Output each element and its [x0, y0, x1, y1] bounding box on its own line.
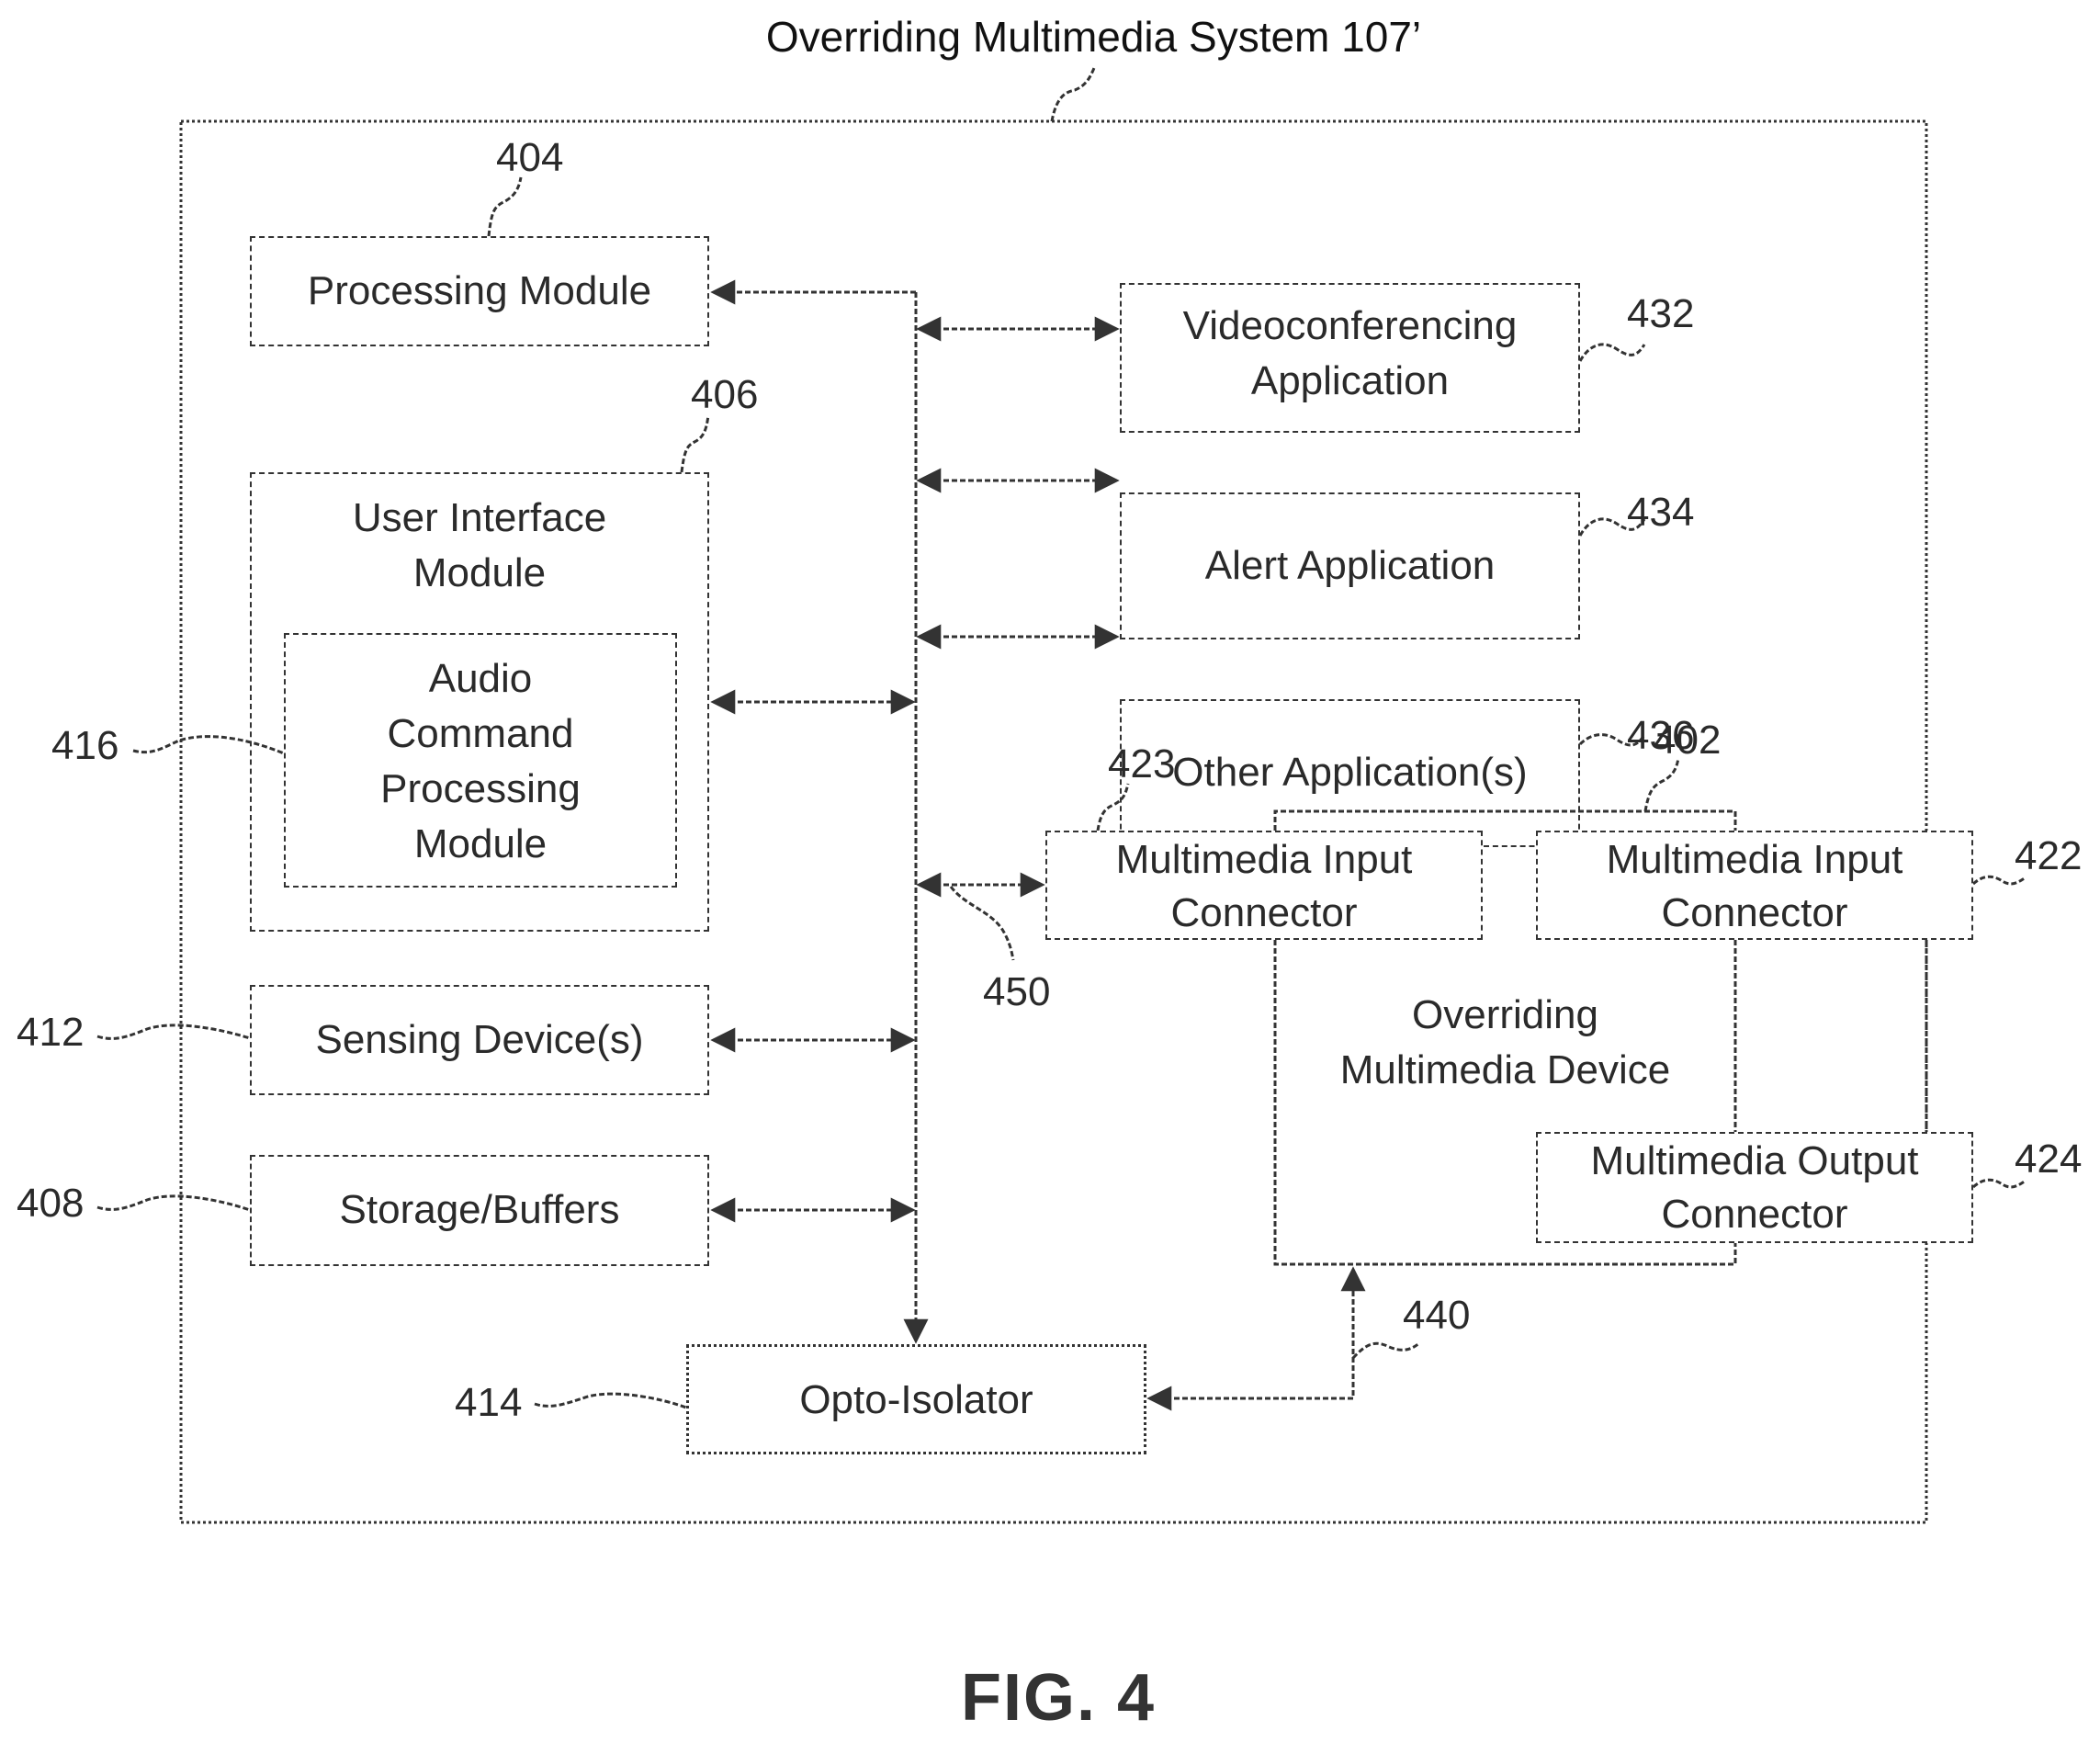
processing-module-label: Processing Module	[307, 268, 652, 313]
input-423-label-line1: Multimedia Input	[1115, 837, 1413, 882]
ref-414: 414	[455, 1380, 523, 1425]
leader-404	[487, 176, 523, 237]
opto-isolator-label: Opto-Isolator	[799, 1377, 1033, 1422]
arrow-opto-device	[1146, 1266, 1366, 1411]
input-422-label-line1: Multimedia Input	[1606, 837, 1903, 882]
opto-isolator-box: Opto-Isolator	[686, 1344, 1146, 1454]
ref-450: 450	[983, 969, 1051, 1014]
device-outline	[1273, 809, 1928, 1266]
multimedia-output-connector-box: Multimedia Output Connector	[1536, 1132, 1973, 1243]
leader-440	[1351, 1341, 1420, 1360]
storage-buffers-label: Storage/Buffers	[339, 1187, 620, 1232]
ui-module-label-line1: User Interface	[352, 495, 607, 540]
other-applications-label: Other Application(s)	[1172, 750, 1528, 795]
input-422-label-line2: Connector	[1661, 890, 1848, 935]
videoconf-label-line1: Videoconferencing	[1182, 303, 1518, 348]
device-label-line1: Overriding	[1412, 992, 1598, 1037]
acpm-label-line1: Audio	[428, 656, 533, 701]
multimedia-input-connector-423-box: Multimedia Input Connector	[1045, 831, 1483, 940]
processing-module-box: Processing Module	[250, 236, 709, 346]
leader-424	[1971, 1178, 2027, 1189]
leader-408	[96, 1194, 251, 1212]
output-424-label-line2: Connector	[1661, 1192, 1848, 1237]
ref-436: 436	[1627, 713, 1695, 758]
sensing-devices-box: Sensing Device(s)	[250, 985, 709, 1095]
alert-application-box: Alert Application	[1120, 492, 1580, 639]
ref-424: 424	[2015, 1137, 2083, 1182]
ref-402: 402	[1654, 718, 1722, 763]
sensing-devices-label: Sensing Device(s)	[315, 1017, 644, 1062]
ref-422: 422	[2015, 833, 2083, 878]
leader-402	[1643, 757, 1680, 812]
leader-450	[949, 886, 1015, 961]
leader-423	[1096, 783, 1130, 831]
system-boundary	[179, 119, 1928, 1524]
system-title: Overriding Multimedia System 107’	[765, 13, 1422, 61]
other-applications-box: Other Application(s)	[1120, 699, 1580, 847]
ui-module-label-line2: Module	[412, 550, 547, 595]
ref-406: 406	[691, 372, 759, 417]
acpm-label-line3: Processing	[380, 766, 581, 811]
leader-412	[96, 1024, 251, 1040]
acpm-label-line4: Module	[413, 821, 548, 866]
leader-434	[1578, 517, 1646, 537]
output-424-label-line1: Multimedia Output	[1590, 1138, 1919, 1183]
leader-406	[680, 414, 710, 473]
acpm-label-line2: Command	[387, 711, 574, 756]
ref-440: 440	[1403, 1293, 1471, 1338]
ref-404: 404	[496, 135, 564, 180]
audio-command-processing-module-box: Audio Command Processing Module	[284, 633, 677, 888]
ref-423: 423	[1108, 741, 1176, 786]
videoconf-label-line2: Application	[1250, 358, 1450, 403]
leader-432	[1578, 343, 1646, 362]
leader-422	[1971, 875, 2027, 886]
videoconferencing-application-box: Videoconferencing Application	[1120, 283, 1580, 433]
input-423-label-line2: Connector	[1170, 890, 1358, 935]
title-leader	[1050, 65, 1097, 122]
user-interface-module-box: User Interface Module Audio Command Proc…	[250, 472, 709, 932]
ref-412: 412	[17, 1010, 85, 1055]
ref-434: 434	[1627, 490, 1695, 535]
storage-buffers-box: Storage/Buffers	[250, 1155, 709, 1266]
figure-label: FIG. 4	[960, 1661, 1157, 1735]
multimedia-input-connector-422-box: Multimedia Input Connector	[1536, 831, 1973, 940]
ref-416: 416	[51, 723, 119, 768]
leader-436	[1578, 733, 1646, 747]
ref-432: 432	[1627, 291, 1695, 336]
device-label-line2: Multimedia Device	[1339, 1047, 1671, 1092]
alert-application-label: Alert Application	[1204, 543, 1496, 588]
ref-408: 408	[17, 1181, 85, 1226]
leader-414	[534, 1392, 687, 1409]
